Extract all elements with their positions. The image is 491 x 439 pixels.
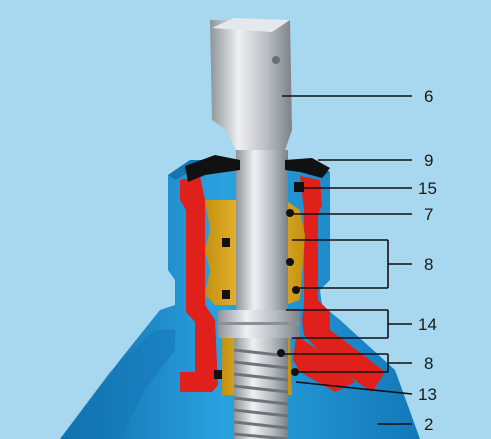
oring-left-c [214,370,222,379]
stem-shaft [236,150,288,320]
oring-8a [286,258,294,266]
stem-head-top [212,18,290,32]
stem-square-head [210,20,292,150]
ring-15 [294,182,304,192]
oring-left-b [222,290,230,299]
callout-2: 2 [424,415,433,434]
housing-lower-flange [60,330,175,439]
callout-7: 7 [424,205,433,224]
callout-15: 15 [418,179,437,198]
oring-left-a [222,238,230,247]
stem-pin-hole [272,56,280,64]
oring-7 [286,209,294,217]
seal-left [180,176,218,392]
callout-14: 14 [418,315,437,334]
callout-8b: 8 [424,354,433,373]
callout-8a: 8 [424,255,433,274]
callout-13: 13 [418,385,437,404]
oring-8c [277,349,285,357]
callout-6: 6 [424,87,433,106]
stem-thread [233,338,289,439]
callout-9: 9 [424,151,433,170]
oring-8d [291,368,299,376]
seal-right-lower [293,335,355,392]
leader-lines [282,95,413,425]
stem-collar-groove [218,322,300,325]
top-wiper-ring [185,155,330,182]
